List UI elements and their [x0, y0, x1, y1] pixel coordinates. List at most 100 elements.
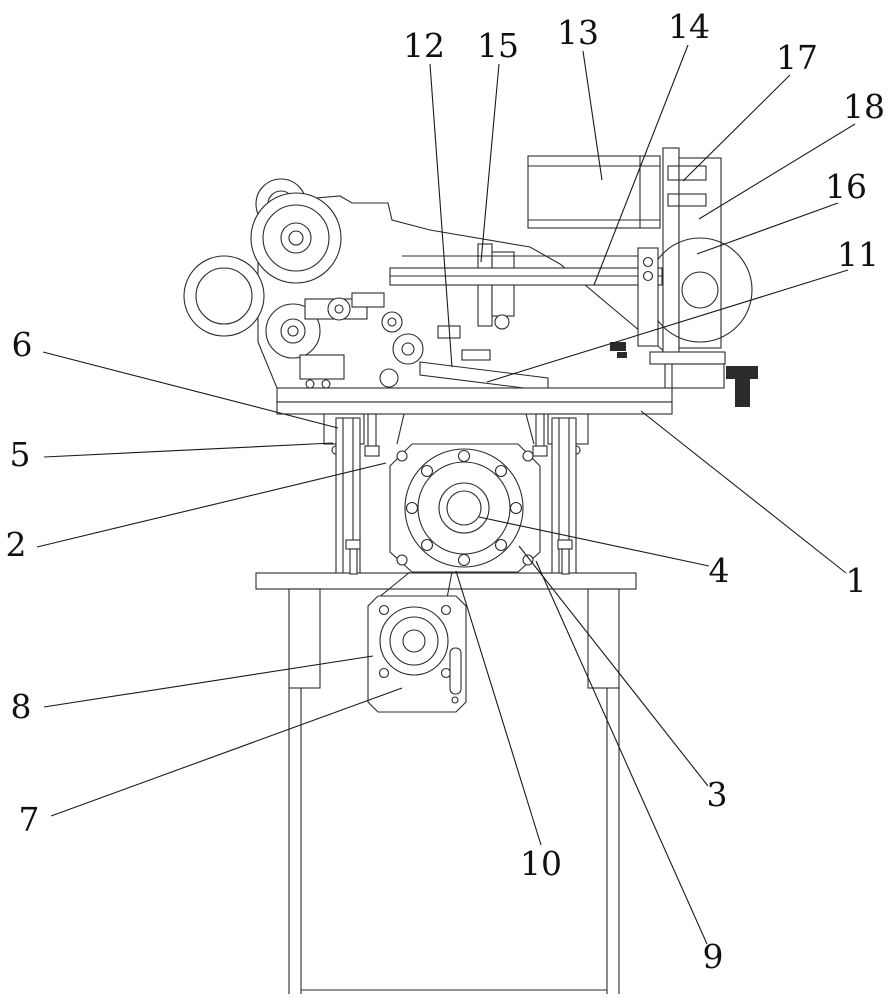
tower-bolt-upper [667, 165, 707, 181]
gearbox-bolt-br [440, 667, 452, 679]
plate-extension [671, 363, 725, 389]
t-bolt-head [726, 366, 758, 379]
leader-line-7 [50, 687, 403, 817]
gearbox-bolt-bl [378, 667, 390, 679]
callout-label-13: 13 [557, 13, 599, 52]
bearing-bolt-135 [420, 538, 434, 552]
guide-wheel-b-hub [387, 317, 397, 327]
right-pin [535, 413, 545, 449]
bearing-shaft [446, 490, 482, 526]
main-roller [250, 192, 342, 284]
leader-line-17 [682, 74, 791, 182]
leader-line-12 [429, 63, 453, 368]
left-pin [367, 413, 377, 449]
feed-rollers [183, 178, 424, 389]
mounting-plate [276, 363, 758, 415]
right-tower [647, 147, 753, 365]
callout-label-6: 6 [12, 325, 33, 364]
tension-wheel [392, 333, 424, 365]
idler-roller-ring [195, 267, 253, 325]
top-box [527, 155, 661, 229]
bearing-bolt-90 [457, 553, 471, 567]
bearing-outer-ring [404, 448, 524, 568]
callout-label-5: 5 [10, 435, 31, 474]
leader-line-6 [42, 351, 339, 429]
bearing-bore [438, 482, 490, 534]
guide-wheel-a [327, 297, 351, 321]
flange-bolt-left-shank [349, 548, 358, 575]
gearbox-link-right [446, 571, 453, 599]
lower-roller-bore [287, 325, 299, 337]
housing-link-left [396, 413, 405, 445]
leader-line-11 [486, 269, 849, 383]
leader-line-4 [478, 516, 710, 567]
main-roller-bore [288, 230, 304, 246]
callout-label-16: 16 [825, 167, 867, 206]
right-wall-section [587, 588, 620, 689]
housing-corner-bolt-br [522, 554, 534, 566]
lower-roller-hub [280, 318, 306, 344]
gearbox-shaft-bore [402, 629, 426, 653]
stand-column [255, 539, 637, 994]
right-pin-head [532, 445, 548, 457]
housing-corner-bolt-tl [396, 450, 408, 462]
tower-foot [649, 351, 726, 365]
callout-label-2: 2 [6, 525, 27, 564]
leader-line-10 [455, 570, 542, 846]
bracket-bolt-lower [642, 270, 654, 282]
bearing-bolt-270 [457, 449, 471, 463]
flange-bolt-right-shank [561, 548, 570, 575]
main-roller-hub [280, 222, 312, 254]
leader-line-3 [518, 545, 709, 787]
flange-bolt-left-head [345, 539, 361, 550]
leader-line-8 [43, 655, 374, 708]
housing-link-right [525, 413, 535, 445]
mid-block-b [461, 349, 491, 361]
leader-line-18 [698, 123, 856, 220]
main-roller-ring [262, 204, 330, 272]
gearbox [367, 571, 467, 713]
guide-wheel-c [379, 368, 399, 388]
dark-bolt-a [610, 342, 626, 351]
gearbox-plate [367, 595, 467, 713]
leader-line-5 [43, 442, 334, 458]
leader-line-9 [535, 560, 708, 945]
bearing-housing [389, 413, 541, 573]
left-pin-head [364, 445, 380, 457]
callout-label-4: 4 [709, 551, 730, 590]
callout-label-7: 7 [19, 800, 40, 839]
callout-label-10: 10 [520, 844, 562, 883]
callout-label-9: 9 [703, 937, 724, 976]
gearbox-flange-ring [379, 606, 449, 676]
bearing-bolt-0 [509, 501, 523, 515]
housing-corner-bolt-tr [522, 450, 534, 462]
gearbox-link-left [377, 571, 411, 599]
leader-line-14 [593, 44, 689, 286]
bearing-bolt-315 [494, 464, 508, 478]
callout-label-17: 17 [776, 38, 818, 77]
leader-line-1 [640, 410, 847, 574]
callout-label-15: 15 [477, 26, 519, 65]
guide-wheel-a-hub [334, 304, 344, 314]
guide-wheel-b [381, 311, 403, 333]
callout-label-1: 1 [846, 561, 867, 600]
leader-line-13 [582, 50, 603, 181]
callout-label-11: 11 [837, 235, 879, 274]
machine-drawing [183, 147, 758, 994]
gearbox-slot-pin [451, 696, 459, 704]
leader-line-2 [36, 462, 387, 548]
callout-label-12: 12 [403, 26, 445, 65]
side-disc-hub [681, 271, 719, 309]
bracket-bolt-upper [642, 256, 654, 268]
bearing-bolt-180 [405, 501, 419, 515]
leader-line-16 [696, 202, 839, 255]
callout-label-18: 18 [843, 87, 885, 126]
housing-corner-bolt-bl [396, 554, 408, 566]
bearing-bolt-225 [420, 464, 434, 478]
callout-label-8: 8 [11, 687, 32, 726]
roller-link-block [351, 292, 385, 308]
box-outline [527, 155, 661, 229]
